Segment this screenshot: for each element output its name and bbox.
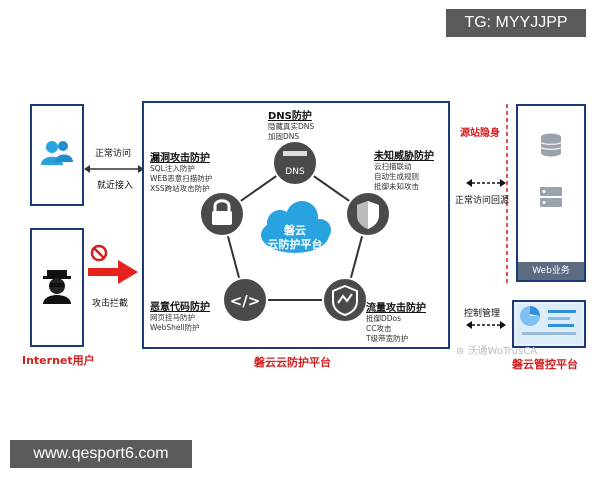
unknown-feature: 未知威胁防护 云扫描联动 自动生成规则 抵御未知攻击	[374, 147, 434, 192]
malware-title: 恶意代码防护	[150, 302, 210, 313]
traffic-feature: 流量攻击防护 抵御DDos CC攻击 T级带宽防护	[366, 299, 426, 344]
unknown-item: 抵御未知攻击	[374, 182, 419, 191]
normal-access-arrow	[84, 165, 144, 173]
vuln-item: SQL注入防护	[150, 164, 195, 173]
web-business-box: Web业务	[516, 104, 586, 282]
attacker-box	[30, 228, 84, 347]
traffic-item: CC攻击	[366, 324, 392, 333]
traffic-item: T级带宽防护	[366, 334, 409, 343]
control-arrow	[466, 321, 506, 329]
normal-user-box	[30, 104, 84, 206]
dns-item: 加固DNS	[268, 132, 300, 141]
control-mgmt-label: 控制管理	[464, 309, 501, 319]
attack-intercept-label: 攻击拦截	[92, 299, 129, 309]
dns-title: DNS防护	[268, 111, 312, 122]
malware-item: WebShell防护	[150, 323, 200, 332]
site-watermark: www.qesport6.com	[10, 440, 192, 468]
nearby-access-label: 就近接入	[97, 181, 134, 191]
hacker-icon	[43, 270, 71, 304]
traffic-node	[322, 277, 368, 323]
malware-item: 网页挂马防护	[150, 313, 195, 322]
traffic-title: 流量攻击防护	[366, 303, 426, 314]
backsource-arrow	[466, 179, 506, 187]
vuln-item: XSS跨站攻击防护	[150, 184, 210, 193]
attack-arrow	[88, 260, 138, 284]
database-icon	[540, 133, 562, 157]
center-cloud	[261, 201, 331, 253]
center-title-line1: 磐云	[284, 224, 306, 237]
control-platform-box	[512, 300, 586, 348]
dns-node: DNS	[272, 140, 318, 186]
control-platform-label: 磐云管控平台	[512, 358, 578, 371]
dashboard-icon	[516, 304, 582, 344]
internet-users-label: Internet用户	[22, 354, 95, 367]
traffic-item: 抵御DDos	[366, 314, 402, 323]
wechat-icon: ⊛	[456, 346, 468, 357]
web-business-label: Web业务	[518, 262, 584, 280]
code-icon-text: </>	[230, 292, 261, 310]
center-title-line2: 云防护平台	[267, 238, 323, 251]
wechat-watermark: ⊛ 沃通WoTrusCA	[456, 346, 538, 357]
vuln-title: 漏洞攻击防护	[150, 153, 210, 164]
protection-ring: DNS </>	[199, 140, 391, 323]
dns-item: 隐藏真实DNS	[268, 122, 315, 131]
shield-node	[345, 191, 391, 237]
unknown-item: 云扫描联动	[374, 162, 412, 171]
prohibited-icon	[90, 244, 108, 262]
vuln-feature: 漏洞攻击防护 SQL注入防护 WEB恶意扫描防护 XSS跨站攻击防护	[150, 149, 212, 194]
red-divider	[506, 104, 508, 284]
code-node: </>	[222, 277, 268, 323]
origin-hidden-label: 源站隐身	[460, 128, 500, 139]
users-icon	[41, 141, 73, 165]
dns-feature: DNS防护 隐藏真实DNS 加固DNS	[268, 107, 314, 142]
server-icon	[540, 187, 562, 207]
unknown-item: 自动生成规则	[374, 172, 419, 181]
backsource-label: 正常访问回源	[455, 196, 510, 206]
malware-feature: 恶意代码防护 网页挂马防护 WebShell防护	[150, 298, 210, 333]
normal-access-label: 正常访问	[95, 149, 132, 159]
tg-watermark: TG: MYYJJPP	[446, 9, 586, 37]
vuln-item: WEB恶意扫描防护	[150, 174, 213, 183]
lock-node	[199, 191, 245, 237]
platform-label: 磐云云防护平台	[254, 356, 331, 369]
unknown-title: 未知威胁防护	[374, 151, 434, 162]
dns-icon-text: DNS	[285, 167, 305, 177]
